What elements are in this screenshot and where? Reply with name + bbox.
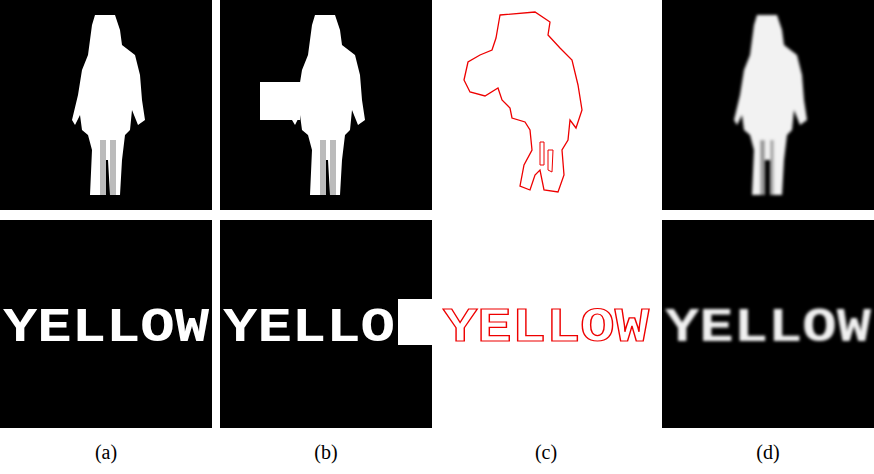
panel-background: [0, 220, 212, 428]
panel-background: [220, 220, 432, 428]
silhouette: [72, 15, 145, 195]
subfigure-caption: (b): [286, 440, 366, 464]
subfigure-caption: (a): [66, 440, 146, 464]
contour: [464, 12, 582, 192]
word-contour: YELLOW: [443, 301, 649, 355]
panel-background: [440, 0, 652, 210]
word-image-occluded: YELLO: [223, 301, 395, 355]
silhouette-reconstruction: [734, 15, 807, 195]
subfigure-caption: (c): [506, 440, 586, 464]
subfigure-caption: (d): [728, 440, 808, 464]
occluder-square: [398, 299, 432, 345]
panel-background: [0, 0, 212, 210]
word-reconstruction: YELLOW: [665, 301, 871, 355]
word-image: YELLOW: [3, 301, 209, 355]
panel-background: [220, 0, 432, 210]
panel-background: [662, 220, 874, 428]
panel-background: [662, 0, 874, 210]
panel-background: [440, 220, 652, 428]
silhouette-occluded: [260, 15, 365, 195]
